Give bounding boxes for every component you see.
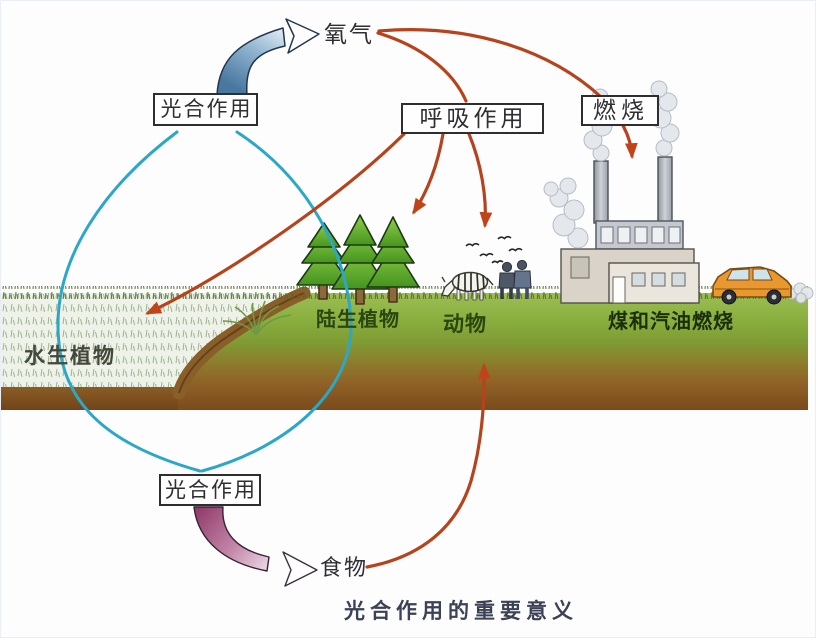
birds — [465, 235, 523, 264]
respiration-box: 呼吸作用 — [401, 103, 544, 134]
smoke-factory-side — [543, 177, 589, 249]
smoke — [543, 80, 814, 304]
co2-arc-right — [200, 130, 353, 473]
shore-edge-line — [178, 292, 305, 394]
chimney-left — [593, 160, 609, 224]
oxygen-label: 氧气 — [324, 21, 374, 47]
oxygen-ribbon-head — [285, 18, 320, 54]
food-ribbon-arrow — [193, 506, 318, 587]
car-exhaust-smoke — [786, 282, 814, 304]
aquatic-vegetation — [1, 293, 304, 389]
underwater-soil — [1, 387, 179, 410]
conifer-trees — [296, 214, 420, 305]
photosynthesis-top-box: 光合作用 — [153, 93, 258, 126]
terrain — [1, 286, 808, 410]
co2-arcs — [56, 130, 353, 473]
food-label: 食物 — [319, 555, 368, 580]
co2-arc-left — [56, 130, 202, 473]
people — [498, 259, 532, 299]
food-ribbon-head — [282, 551, 318, 587]
red-arrows — [145, 28, 638, 569]
photosynthesis-bottom-box: 光合作用 — [159, 474, 261, 506]
arrow-respiration-to-animals — [467, 132, 493, 229]
zebra — [441, 271, 494, 301]
arrow-oxygen-to-combustion-factory — [377, 28, 638, 160]
terrestrial-plants-label: 陆生植物 — [316, 308, 400, 331]
shore-shrub — [222, 300, 292, 336]
person-1 — [498, 261, 516, 299]
car — [712, 266, 792, 305]
oxygen-ribbon-arrow — [216, 18, 320, 96]
diagram-caption: 光合作用的重要意义 — [344, 598, 578, 623]
person-2 — [513, 259, 532, 299]
aquatic-plants-label: 水生植物 — [24, 344, 116, 368]
line-oxygen-to-respiration — [376, 31, 468, 103]
factory — [560, 156, 700, 304]
coal-gasoline-label: 煤和汽油燃烧 — [608, 310, 734, 333]
arrow-food-to-animals — [365, 362, 491, 569]
arrow-respiration-to-aquatic-plants — [145, 132, 406, 315]
chimney-right — [657, 156, 673, 224]
animals-label: 动物 — [443, 312, 487, 336]
tree-3 — [366, 216, 420, 303]
combustion-box: 燃烧 — [581, 95, 659, 126]
arrow-respiration-to-trees — [412, 132, 445, 215]
